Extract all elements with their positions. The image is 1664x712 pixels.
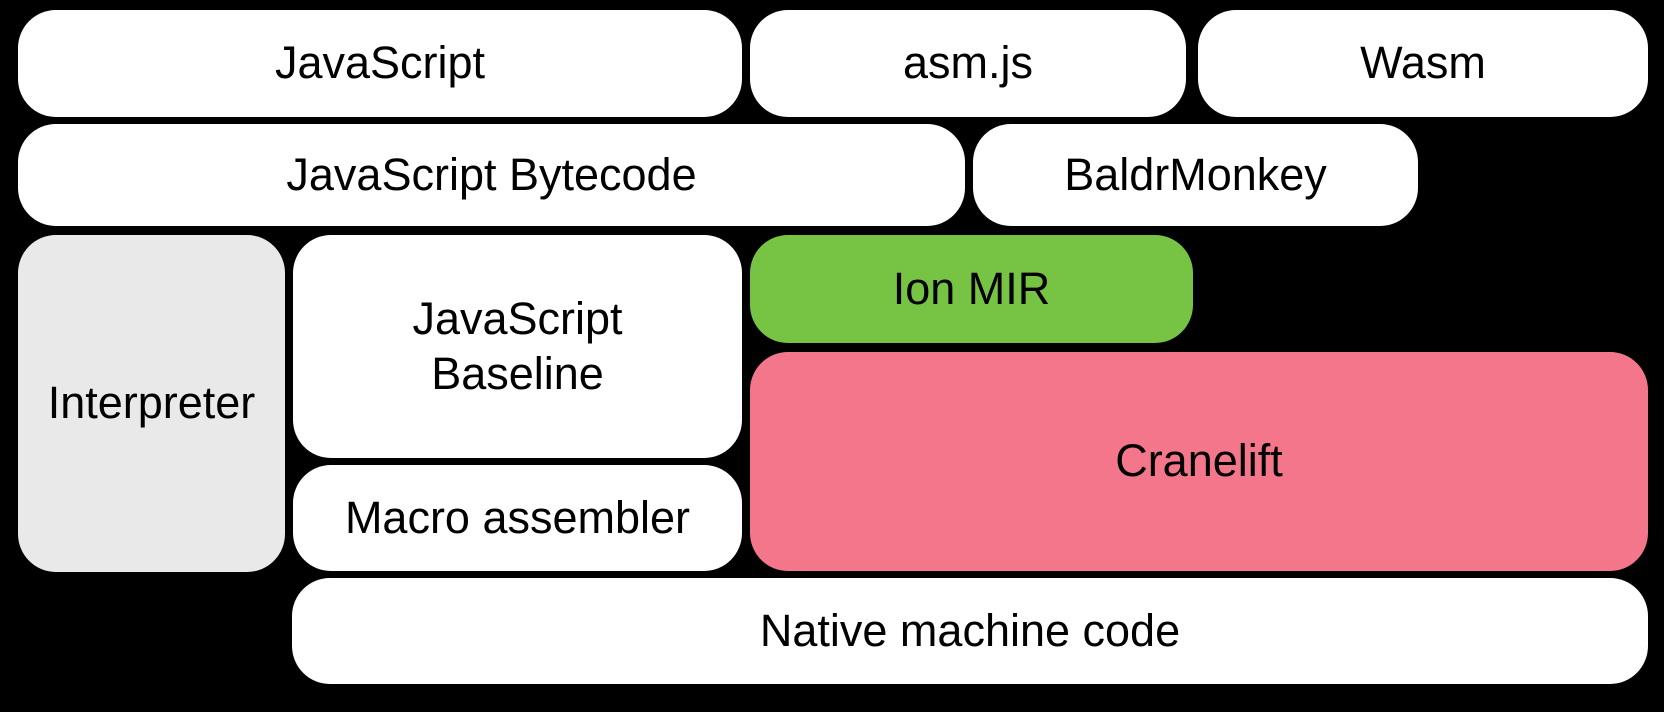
node-javascript-baseline: JavaScript Baseline [293, 235, 742, 458]
node-baldrmonkey: BaldrMonkey [973, 124, 1418, 226]
node-ion-mir: Ion MIR [750, 235, 1193, 343]
node-wasm-label: Wasm [1360, 37, 1486, 89]
node-javascript-label: JavaScript [274, 37, 486, 89]
node-javascript: JavaScript [18, 10, 742, 117]
node-cranelift-label: Cranelift [1115, 435, 1283, 487]
node-ion-mir-label: Ion MIR [892, 262, 1051, 314]
node-native-machine-code-label: Native machine code [759, 604, 1181, 656]
node-interpreter: Interpreter [18, 235, 285, 572]
node-javascript-baseline-label: JavaScript Baseline [412, 292, 623, 399]
node-javascript-bytecode-label: JavaScript Bytecode [286, 148, 697, 200]
node-wasm: Wasm [1198, 10, 1648, 117]
node-macro-assembler: Macro assembler [293, 465, 742, 571]
node-baldrmonkey-label: BaldrMonkey [1064, 148, 1327, 200]
node-cranelift: Cranelift [750, 352, 1648, 571]
node-javascript-bytecode: JavaScript Bytecode [18, 124, 965, 226]
node-native-machine-code: Native machine code [292, 578, 1648, 684]
node-interpreter-label: Interpreter [47, 377, 256, 429]
node-macro-assembler-label: Macro assembler [344, 491, 691, 543]
node-asmjs: asm.js [750, 10, 1186, 117]
node-asmjs-label: asm.js [902, 37, 1033, 89]
